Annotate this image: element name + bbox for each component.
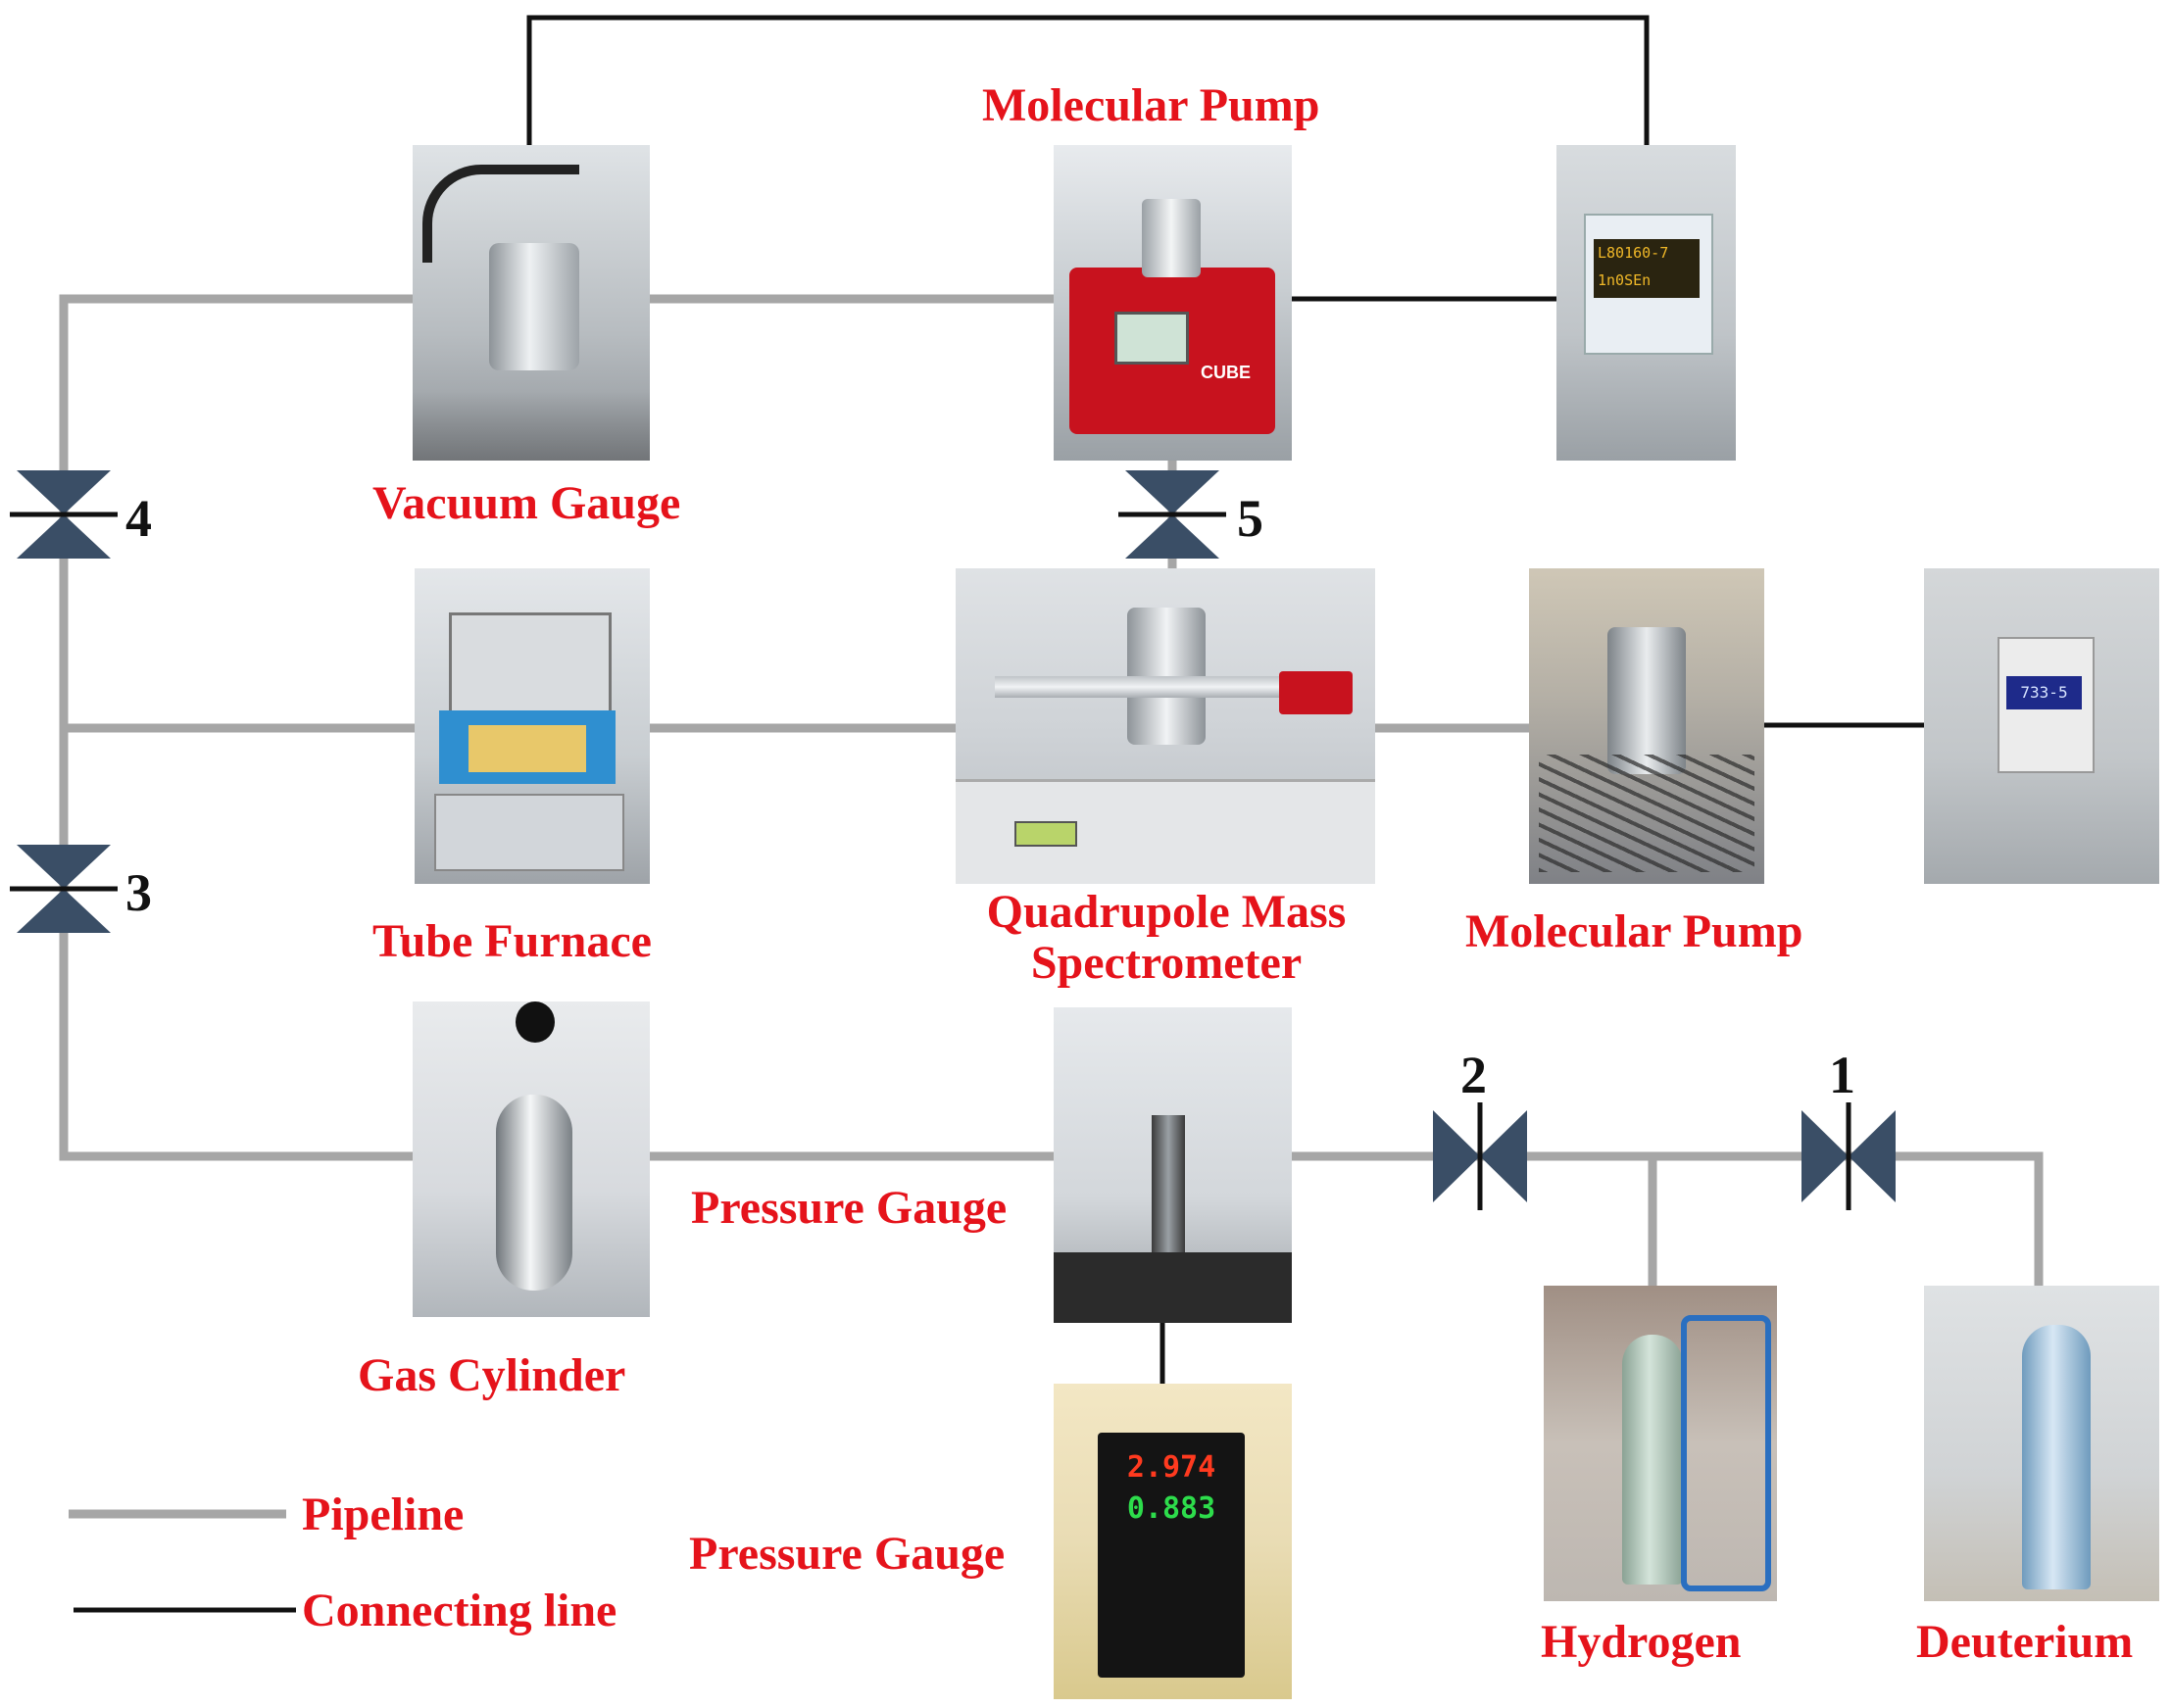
display-reading-pressure: 2.974 — [1126, 1450, 1216, 1485]
connecting-line-gauge-to-controller — [526, 15, 1650, 147]
molecular-pump-mid-photo — [1529, 568, 1764, 884]
pump-cables — [1539, 755, 1754, 872]
cylinder-knob — [516, 1001, 555, 1043]
qms-screen — [1014, 821, 1077, 847]
vacuum-gauge-body — [489, 243, 579, 370]
molecular-pump-top-photo: CUBE — [1054, 145, 1292, 461]
label-pressure-gauge-display: Pressure Gauge — [689, 1528, 1006, 1580]
label-deuterium: Deuterium — [1916, 1616, 2134, 1668]
label-tube-furnace: Tube Furnace — [372, 915, 652, 967]
vacuum-controller-photo: L80160-7 1n0SEn — [1556, 145, 1736, 461]
label-gas-cylinder: Gas Cylinder — [358, 1349, 626, 1401]
valve-1-number: 1 — [1829, 1046, 1855, 1104]
connecting-lines — [526, 15, 1924, 1384]
valve-4-icon — [10, 470, 118, 559]
cylinder-body — [496, 1095, 572, 1291]
cube-logo: CUBE — [1201, 363, 1252, 382]
qms-tube — [995, 676, 1318, 698]
label-hydrogen: Hydrogen — [1541, 1616, 1742, 1668]
valve-1-icon — [1801, 1102, 1896, 1210]
valve-5-icon — [1118, 470, 1226, 559]
valve-2-icon — [1433, 1102, 1527, 1210]
label-pressure-gauge-sensor: Pressure Gauge — [691, 1182, 1008, 1234]
hydrogen-cylinder-photo — [1544, 1286, 1777, 1601]
label-molecular-pump-mid: Molecular Pump — [1465, 905, 1803, 957]
pipelines — [59, 294, 2044, 1289]
hydrogen-cylinder — [1622, 1335, 1683, 1585]
legend-pipeline-label: Pipeline — [302, 1488, 465, 1540]
label-qms-line1: Quadrupole Mass — [986, 886, 1347, 938]
display-reading-secondary: 0.883 — [1126, 1491, 1216, 1526]
pump-chamber — [1142, 199, 1201, 277]
display-body — [1098, 1433, 1245, 1678]
deuterium-cylinder-photo — [1924, 1286, 2159, 1601]
qms-photo — [956, 568, 1375, 884]
controller-display: L80160-7 1n0SEn — [1594, 239, 1700, 298]
qms-red-head — [1279, 671, 1353, 714]
label-vacuum-gauge: Vacuum Gauge — [372, 477, 681, 529]
pressure-display-photo: 2.974 0.883 — [1054, 1384, 1292, 1699]
pressure-sensor-photo — [1054, 1007, 1292, 1323]
furnace-panel — [469, 725, 586, 772]
hydrogen-cart — [1681, 1315, 1771, 1591]
furnace-controller — [434, 794, 624, 871]
furnace-chamber — [449, 612, 612, 716]
deuterium-cylinder — [2022, 1325, 2091, 1589]
pfeiffer-controller-photo: 733-5 — [1924, 568, 2159, 884]
valve-4-number: 4 — [125, 489, 152, 548]
gauge-cable — [422, 165, 579, 263]
tube-furnace-photo — [415, 568, 650, 884]
label-qms: Quadrupole Mass Spectrometer — [961, 887, 1372, 989]
vacuum-gauge-photo — [413, 145, 650, 461]
valve-2-number: 2 — [1460, 1046, 1487, 1104]
sensor-bench — [1054, 1252, 1292, 1323]
gas-cylinder-photo — [413, 1001, 650, 1317]
pump-screen — [1114, 312, 1189, 365]
valve-5-number: 5 — [1237, 489, 1263, 548]
legend-connecting-line-label: Connecting line — [302, 1585, 617, 1636]
pfeiffer-display: 733-5 — [2006, 676, 2082, 709]
label-molecular-pump-top: Molecular Pump — [982, 79, 1320, 131]
pump-mid-body — [1607, 627, 1686, 774]
valve-3-number: 3 — [125, 863, 152, 922]
valve-3-icon — [10, 845, 118, 933]
label-qms-line2: Spectrometer — [1030, 936, 1303, 989]
